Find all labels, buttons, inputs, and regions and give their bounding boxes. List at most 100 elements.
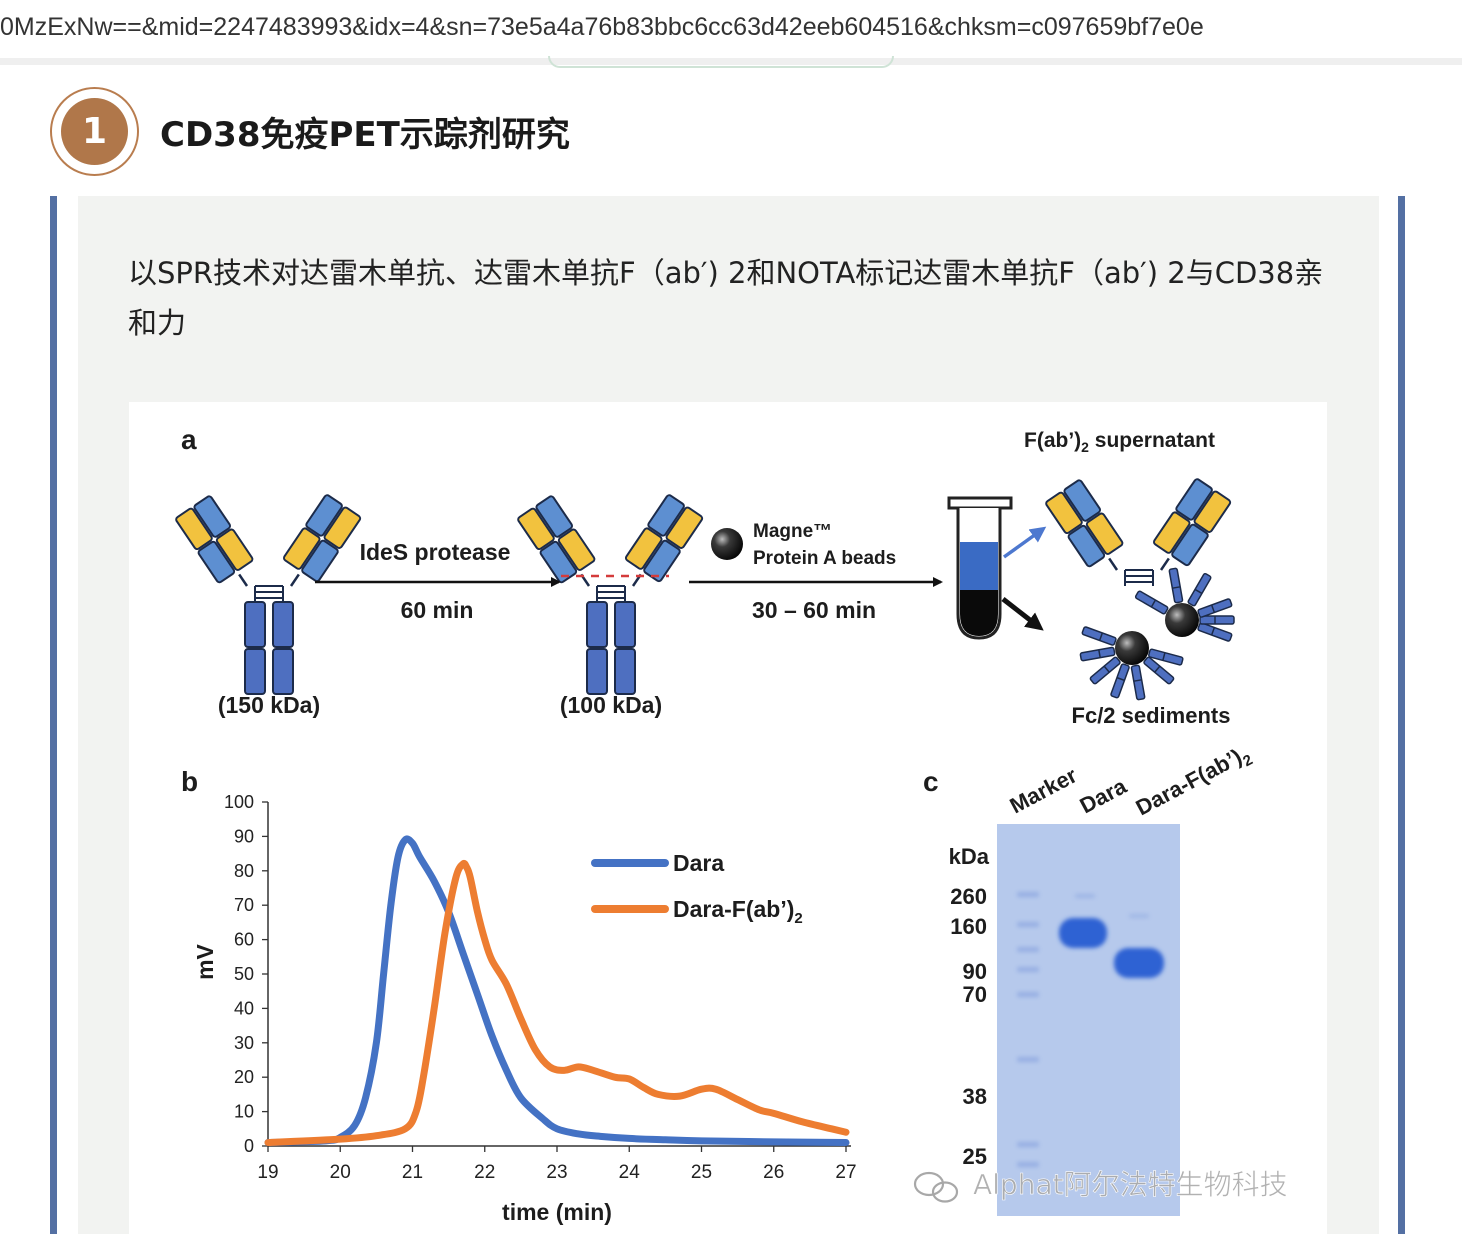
fc-fragment: [1130, 664, 1146, 701]
fc-divider: [1133, 679, 1142, 682]
card-description: 以SPR技术对达雷木单抗、达雷木单抗F（ab′) 2和NOTA标记达雷木单抗F（…: [128, 256, 1324, 340]
fc-domain: [1143, 656, 1175, 685]
y-tick-label: 100: [224, 792, 254, 812]
fc-domain: [1148, 648, 1184, 666]
sds-page-gel: [997, 824, 1180, 1216]
beads-label-line2: Protein A beads: [753, 548, 896, 569]
fc-domain: [1197, 598, 1233, 618]
dara-band: [1059, 918, 1107, 948]
supernatant-arrow: [1002, 526, 1047, 559]
y-tick-label: 70: [234, 895, 254, 915]
antibody-domain: [1045, 491, 1083, 535]
fc-fragment: [1197, 622, 1233, 642]
x-tick-label: 26: [763, 1162, 784, 1183]
marker-band: [1017, 1162, 1039, 1167]
x-tick-label: 24: [619, 1162, 641, 1183]
fc-divider: [1194, 588, 1203, 595]
fc-domain: [1168, 567, 1184, 604]
y-tick-label: 20: [234, 1067, 254, 1087]
x-tick-label: 19: [257, 1162, 278, 1183]
antibody-domain: [305, 494, 343, 537]
y-tick-label: 50: [234, 964, 254, 984]
supernatant-label: F(ab’)2 supernatant: [1024, 429, 1215, 455]
y-tick-label: 10: [234, 1102, 254, 1122]
wechat-icon: [913, 1171, 959, 1203]
panel-c-label: c: [923, 766, 939, 797]
fc-fragment: [1187, 572, 1212, 607]
marker-band: [1017, 1057, 1039, 1062]
antibody-domain: [624, 527, 663, 570]
legend-entry: Dara-F(ab’)2: [673, 896, 803, 927]
antibody-domain: [535, 495, 573, 538]
fc-fragment: [1199, 615, 1235, 625]
panel-b-label: b: [181, 766, 198, 797]
watermark: Alphat阿尔法特生物科技: [913, 1168, 1288, 1203]
antibody-domain: [175, 507, 213, 551]
fc-fragment: [1079, 646, 1116, 662]
sediment-pellet: [960, 590, 998, 636]
section-number-badge: 1: [50, 87, 139, 176]
magnetic-bead: [1115, 631, 1149, 665]
fc-divider: [1098, 632, 1104, 641]
antibody-domain: [1152, 511, 1191, 554]
antibody-domain: [557, 528, 596, 571]
step2-duration: 30 – 60 min: [752, 597, 876, 623]
x-tick-label: 22: [474, 1162, 495, 1183]
centrifuge-tube-icon: [947, 496, 1013, 640]
figure-canvas: a (150 kDa) (100 kDa) IdeS protease 60 m…: [175, 424, 1288, 1225]
x-tick-label: 20: [330, 1162, 351, 1183]
fc-domain: [1089, 656, 1121, 685]
antibody-domain: [282, 527, 321, 570]
x-tick-label: 27: [835, 1162, 856, 1183]
marker-band: [1017, 947, 1039, 952]
fab2-fragment-icon: [1045, 478, 1232, 586]
gel-lane-label: Marker: [1006, 762, 1082, 818]
previous-section-pill: [548, 56, 894, 68]
series-line-dara: [264, 835, 850, 1147]
fc-fragments-on-beads-icon: [1079, 567, 1235, 701]
faint-band: [1075, 894, 1095, 898]
gel-unit-label: kDa: [949, 844, 990, 869]
panel-a-label: a: [181, 424, 197, 455]
gel-marker-label: 260: [950, 884, 987, 909]
faint-band: [1129, 914, 1149, 918]
beads-label-line1: Magne™: [753, 521, 832, 542]
fc-domain: [614, 601, 636, 648]
fc-divider: [1103, 665, 1110, 673]
antibody-fab-arm: [517, 495, 596, 587]
magnetic-bead: [1165, 603, 1199, 637]
step1-duration: 60 min: [401, 597, 474, 623]
fc-divider: [1154, 665, 1161, 673]
dara-fab2-band: [1114, 948, 1164, 978]
gel-marker-label: 38: [963, 1084, 987, 1109]
marker-band: [1017, 1142, 1039, 1147]
hinge-link: [1159, 557, 1170, 571]
antibody-cleaved-icon: [517, 494, 704, 695]
antibody-domain: [215, 528, 254, 571]
fc-fragment: [1148, 648, 1184, 666]
marker-band: [1017, 992, 1039, 997]
x-axis-label: time (min): [502, 1199, 612, 1225]
card-right-border: [1398, 196, 1405, 1234]
card-left-border: [50, 196, 57, 1234]
section-title: CD38免疫PET示踪剂研究: [160, 115, 570, 155]
y-axis-label: mV: [192, 943, 218, 979]
full-antibody-mass: (150 kDa): [218, 692, 320, 718]
antibody-fab-arm: [1152, 478, 1232, 571]
url-bar[interactable]: 0MzExNw==&mid=2247483993&idx=4&sn=73e5a4…: [0, 0, 1462, 56]
hinge-link: [289, 573, 300, 587]
antibody-domain: [1175, 478, 1213, 521]
hinge-link: [1108, 557, 1119, 571]
antibody-fab-arm: [1045, 479, 1124, 571]
antibody-domain: [665, 506, 704, 549]
fc-domain: [1081, 626, 1117, 646]
fc-domain: [1199, 615, 1235, 625]
fc-domain: [586, 601, 608, 648]
y-tick-label: 80: [234, 861, 254, 881]
antibody-fab-arm: [282, 494, 362, 587]
series-line-dara-fab2: [264, 859, 850, 1147]
antibody-domain: [1193, 490, 1232, 533]
marker-band: [1017, 922, 1039, 927]
y-tick-label: 60: [234, 930, 254, 950]
